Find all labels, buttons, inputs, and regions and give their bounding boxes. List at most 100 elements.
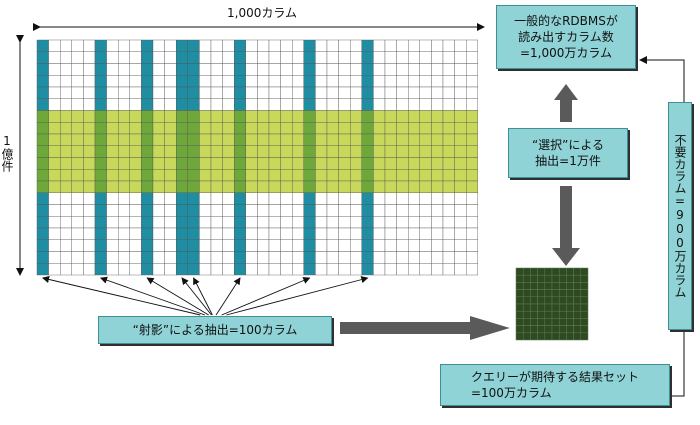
grid-cell xyxy=(326,110,339,123)
result-grid-cell xyxy=(573,325,582,334)
grid-cell xyxy=(106,180,119,193)
grid-cell xyxy=(129,75,142,88)
grid-cell xyxy=(442,192,455,205)
grid-cell xyxy=(152,145,165,158)
grid-cell xyxy=(396,63,409,76)
select-to-result-arrow xyxy=(552,186,580,266)
result-grid-cell xyxy=(544,325,553,334)
grid-cell xyxy=(94,263,107,276)
grid-cell xyxy=(350,251,363,264)
grid-cell xyxy=(141,251,154,264)
grid-cell xyxy=(315,63,328,76)
grid-cell xyxy=(454,75,467,88)
grid-cell xyxy=(71,263,84,276)
grid-cell xyxy=(60,157,73,170)
grid-cell xyxy=(83,192,96,205)
grid-cell xyxy=(141,122,154,135)
grid-cell xyxy=(431,216,444,229)
result-grid-cell xyxy=(558,303,567,312)
grid-cell xyxy=(48,180,61,193)
grid-cell xyxy=(175,169,188,182)
grid-cell xyxy=(152,263,165,276)
grid-cell xyxy=(199,86,212,99)
result-grid-cell xyxy=(544,303,553,312)
grid-cell xyxy=(396,216,409,229)
grid-cell xyxy=(210,180,223,193)
grid-cell xyxy=(164,98,177,111)
grid-cell xyxy=(117,239,130,252)
grid-cell xyxy=(233,110,246,123)
grid-cell xyxy=(315,86,328,99)
grid-cell xyxy=(141,204,154,217)
grid-cell xyxy=(141,169,154,182)
grid-cell xyxy=(83,51,96,64)
grid-cell xyxy=(141,39,154,52)
grid-cell xyxy=(338,98,351,111)
grid-cell xyxy=(210,216,223,229)
grid-cell xyxy=(60,169,73,182)
grid-cell xyxy=(373,39,386,52)
grid-cell xyxy=(117,157,130,170)
grid-cell xyxy=(245,110,258,123)
grid-cell xyxy=(83,251,96,264)
grid-cell xyxy=(350,110,363,123)
grid-cell xyxy=(94,157,107,170)
grid-cell xyxy=(396,86,409,99)
grid-cell xyxy=(199,51,212,64)
projection-arrow xyxy=(146,277,209,316)
grid-cell xyxy=(71,110,84,123)
result-grid-cell xyxy=(537,332,546,341)
grid-cell xyxy=(292,86,305,99)
grid-cell xyxy=(396,110,409,123)
grid-cell xyxy=(71,169,84,182)
grid-cell xyxy=(187,180,200,193)
grid-cell xyxy=(36,157,49,170)
grid-cell xyxy=(466,192,479,205)
result-grid-cell xyxy=(566,303,574,312)
grid-cell xyxy=(129,216,142,229)
grid-cell xyxy=(210,51,223,64)
result-grid-cell xyxy=(580,289,589,298)
grid-cell xyxy=(315,251,328,264)
grid-cell xyxy=(83,110,96,123)
grid-cell xyxy=(466,39,479,52)
column-count-label: 1,000カラム xyxy=(227,6,297,20)
grid-cell xyxy=(442,98,455,111)
grid-cell xyxy=(338,227,351,240)
grid-cell xyxy=(408,75,421,88)
grid-cell xyxy=(117,251,130,264)
grid-cell xyxy=(292,239,305,252)
grid-cell xyxy=(419,133,432,146)
grid-cell xyxy=(257,251,270,264)
grid-cell xyxy=(222,180,235,193)
grid-cell xyxy=(454,122,467,135)
grid-cell xyxy=(141,157,154,170)
grid-cell xyxy=(350,157,363,170)
result-grid-cell xyxy=(530,310,538,319)
grid-cell xyxy=(60,98,73,111)
grid-cell xyxy=(83,216,96,229)
grid-cell xyxy=(71,39,84,52)
grid-cell xyxy=(292,216,305,229)
grid-cell xyxy=(280,110,293,123)
grid-cell xyxy=(175,192,188,205)
grid-cell xyxy=(36,145,49,158)
result-grid-cell xyxy=(515,332,524,341)
grid-cell xyxy=(408,204,421,217)
grid-cell xyxy=(199,239,212,252)
result-grid-cell xyxy=(558,267,567,276)
grid-cell xyxy=(257,63,270,76)
grid-cell xyxy=(152,251,165,264)
grid-cell xyxy=(141,51,154,64)
grid-cell xyxy=(94,51,107,64)
grid-cell xyxy=(245,239,258,252)
grid-cell xyxy=(199,157,212,170)
grid-cell xyxy=(117,180,130,193)
grid-cell xyxy=(106,169,119,182)
rdbms-to-unneeded-connector xyxy=(639,56,685,102)
grid-cell xyxy=(152,192,165,205)
grid-cell xyxy=(268,169,281,182)
grid-cell xyxy=(83,227,96,240)
grid-cell xyxy=(245,145,258,158)
grid-cell xyxy=(129,157,142,170)
